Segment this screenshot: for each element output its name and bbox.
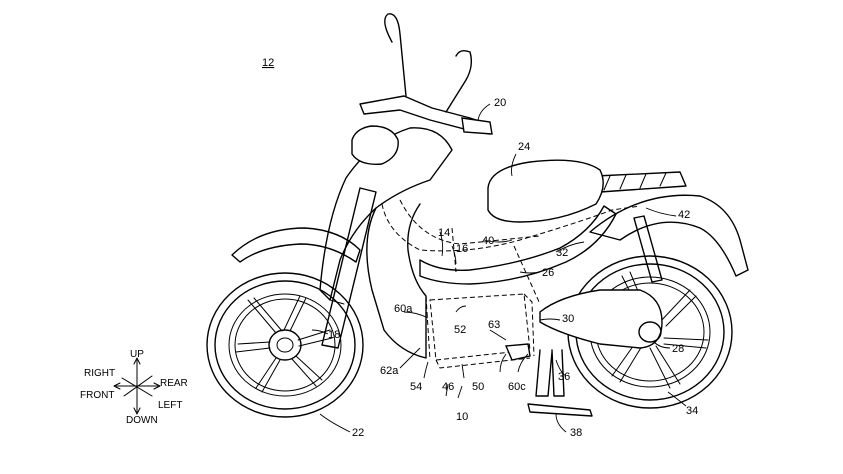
label-50: 50 bbox=[472, 381, 484, 393]
label-30: 30 bbox=[562, 313, 574, 325]
label-52: 52 bbox=[454, 324, 466, 336]
label-26: 26 bbox=[542, 267, 554, 279]
label-36: 36 bbox=[558, 371, 570, 383]
label-32: 32 bbox=[556, 247, 568, 259]
label-14: 14 bbox=[438, 227, 450, 239]
dir-rear: REAR bbox=[160, 378, 188, 389]
rear-carrier bbox=[596, 172, 686, 192]
dir-right: RIGHT bbox=[84, 368, 115, 379]
label-34: 34 bbox=[686, 405, 698, 417]
mirror-right bbox=[446, 51, 471, 112]
label-10: 10 bbox=[456, 411, 468, 423]
label-62a: 62a bbox=[380, 365, 399, 377]
label-42: 42 bbox=[678, 209, 690, 221]
direction-legend: UP DOWN RIGHT FRONT REAR LEFT bbox=[80, 349, 188, 426]
dir-left: LEFT bbox=[158, 400, 182, 411]
seat bbox=[488, 160, 603, 222]
label-22: 22 bbox=[352, 427, 364, 439]
label-40: 40 bbox=[482, 235, 494, 247]
swing-arm bbox=[540, 290, 662, 348]
label-46: 46 bbox=[442, 381, 454, 393]
dir-up: UP bbox=[130, 349, 144, 360]
stand-foot bbox=[528, 404, 592, 416]
label-63: 63 bbox=[488, 319, 500, 331]
label-60c: 60c bbox=[508, 381, 526, 393]
grip bbox=[462, 118, 492, 134]
label-16: 16 bbox=[456, 243, 468, 255]
label-60a: 60a bbox=[394, 303, 413, 315]
label-20: 20 bbox=[494, 97, 506, 109]
label-18: 18 bbox=[328, 329, 340, 341]
label-38: 38 bbox=[570, 427, 582, 439]
footrest bbox=[506, 344, 530, 360]
dir-front: FRONT bbox=[80, 390, 114, 401]
label-54: 54 bbox=[410, 381, 422, 393]
label-28: 28 bbox=[672, 343, 684, 355]
label-24: 24 bbox=[518, 141, 530, 153]
front-wheel bbox=[207, 273, 363, 417]
figure-ref: 12 bbox=[262, 57, 274, 69]
dir-down: DOWN bbox=[126, 415, 158, 426]
leg-shield bbox=[367, 204, 426, 358]
headlight bbox=[352, 126, 398, 164]
mirror-left bbox=[385, 14, 406, 96]
